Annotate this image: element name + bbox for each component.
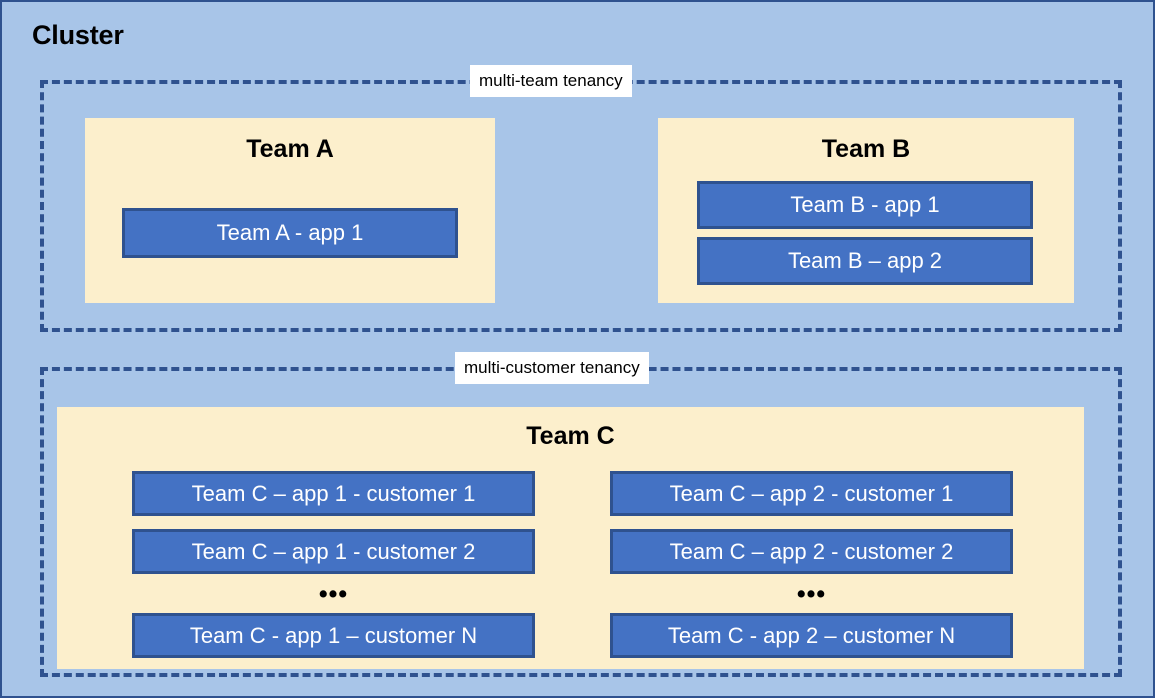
ellipsis-team-c-app-1: ••• [318,580,349,608]
app-box-team-b-app-2[interactable]: Team B – app 2 [697,237,1033,285]
page-title: Cluster [32,20,124,50]
app-box-team-c-app-2-customer-1[interactable]: Team C – app 2 - customer 1 [610,471,1013,516]
team-c-title: Team C [526,422,615,450]
team-b-title: Team B [821,135,911,163]
app-box-team-c-app-2-customer-n[interactable]: Team C - app 2 – customer N [610,613,1013,658]
app-box-team-a-app-1[interactable]: Team A - app 1 [122,208,458,258]
team-box-team-a: Team A Team A - app 1 [85,118,495,303]
tenancy-label-multi-team: multi-team tenancy [470,65,632,97]
team-a-title: Team A [246,135,334,163]
app-box-team-c-app-1-customer-n[interactable]: Team C - app 1 – customer N [132,613,535,658]
app-box-team-c-app-2-customer-2[interactable]: Team C – app 2 - customer 2 [610,529,1013,574]
team-box-team-c: Team C Team C – app 1 - customer 1 Team … [57,407,1084,669]
app-box-team-c-app-1-customer-1[interactable]: Team C – app 1 - customer 1 [132,471,535,516]
ellipsis-team-c-app-2: ••• [796,580,827,608]
team-box-team-b: Team B Team B - app 1 Team B – app 2 [658,118,1074,303]
app-box-team-c-app-1-customer-2[interactable]: Team C – app 1 - customer 2 [132,529,535,574]
app-box-team-b-app-1[interactable]: Team B - app 1 [697,181,1033,229]
tenancy-label-multi-customer: multi-customer tenancy [455,352,649,384]
